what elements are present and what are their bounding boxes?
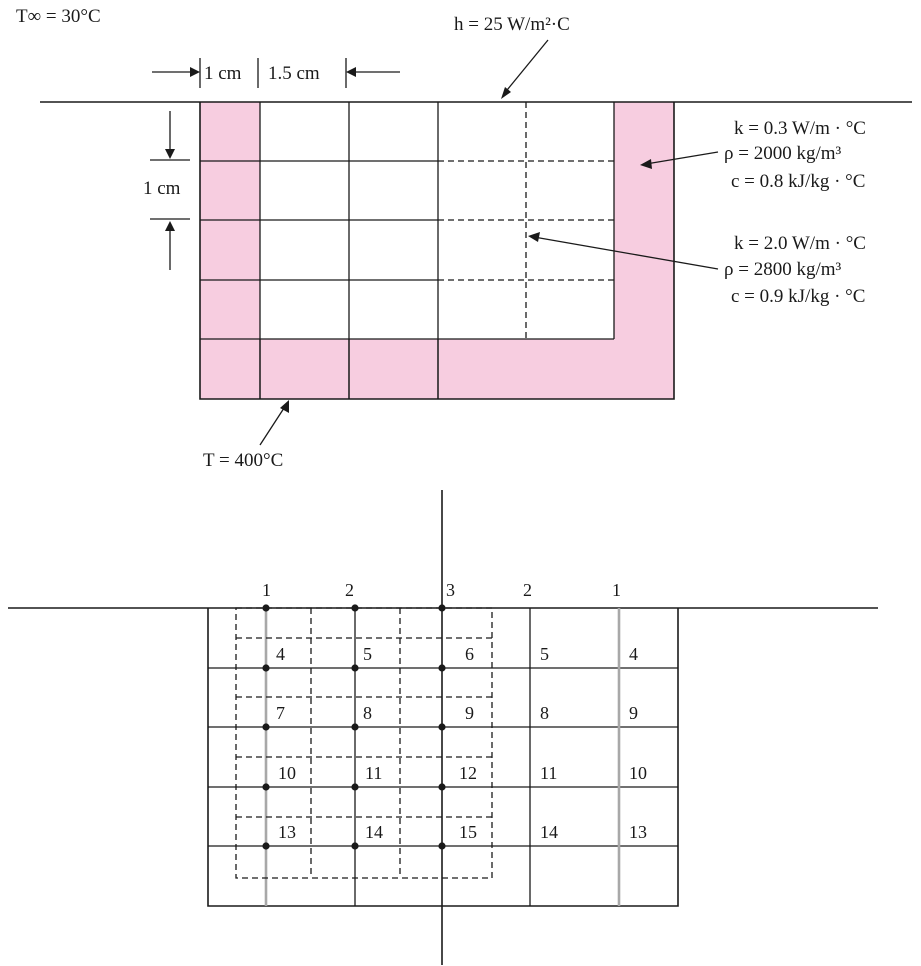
node-point (438, 783, 446, 791)
svg-text:9: 9 (465, 703, 474, 723)
block-outline (199, 102, 675, 400)
node-point (262, 604, 270, 612)
bottom-figure: 1 2 3 2 1 4 5 6 7 8 9 10 11 12 13 14 15 … (8, 490, 878, 965)
node-point (262, 664, 270, 672)
svg-text:2: 2 (523, 580, 532, 600)
svg-text:6: 6 (465, 644, 474, 664)
node-point (351, 783, 359, 791)
node-points (262, 604, 446, 850)
convection-coefficient-label: h = 25 W/m²·C (454, 14, 570, 35)
node-point (438, 842, 446, 850)
outer-material-region (200, 102, 674, 399)
outer-material-properties: k = 0.3 W/m · °C ρ = 2000 kg/m³ c = 0.8 … (640, 118, 866, 192)
vertical-dimension: 1 cm (143, 111, 190, 270)
inner-material-arrow (533, 236, 719, 270)
svg-text:7: 7 (276, 703, 285, 723)
inner-material-properties: k = 2.0 W/m · °C ρ = 2800 kg/m³ c = 0.9 … (528, 232, 866, 307)
svg-text:4: 4 (276, 644, 285, 664)
svg-text:11: 11 (365, 763, 382, 783)
svg-text:ρ = 2800 kg/m³: ρ = 2800 kg/m³ (724, 259, 842, 280)
node-point (351, 604, 359, 612)
svg-text:k = 0.3 W/m · °C: k = 0.3 W/m · °C (734, 118, 866, 139)
right-node-labels: 5 4 8 9 11 10 14 13 (540, 644, 647, 842)
convection-arrowhead (501, 87, 511, 99)
node-point (438, 664, 446, 672)
node-point (438, 604, 446, 612)
node-point (262, 783, 270, 791)
node-point (438, 723, 446, 731)
inner-grid (200, 102, 615, 399)
svg-text:13: 13 (629, 822, 647, 842)
dim-1cm-label: 1 cm (204, 63, 242, 84)
control-volumes (235, 607, 493, 879)
svg-text:10: 10 (629, 763, 647, 783)
node-point (262, 723, 270, 731)
dashed-grid (438, 102, 614, 339)
svg-text:4: 4 (629, 644, 638, 664)
node-point (262, 842, 270, 850)
convection-arrow (502, 39, 549, 96)
svg-text:10: 10 (278, 763, 296, 783)
outer-bottom-wall (200, 339, 674, 399)
svg-text:2: 2 (345, 580, 354, 600)
base-temp-label: T = 400°C (203, 450, 283, 471)
svg-text:1: 1 (612, 580, 621, 600)
svg-text:1: 1 (262, 580, 271, 600)
top-figure: T∞ = 30°C h = 25 W/m²·C 1 cm 1.5 cm 1 cm (16, 6, 912, 471)
base-temp-arrow (259, 404, 287, 446)
dim-1-5cm-label: 1.5 cm (268, 63, 320, 84)
svg-text:15: 15 (459, 822, 477, 842)
svg-text:5: 5 (540, 644, 549, 664)
node-point (351, 842, 359, 850)
svg-text:11: 11 (540, 763, 557, 783)
bottom-block-outline (207, 608, 679, 907)
left-node-labels: 4 5 6 7 8 9 10 11 12 13 14 15 (276, 644, 477, 842)
svg-text:ρ = 2000 kg/m³: ρ = 2000 kg/m³ (724, 143, 842, 164)
svg-text:14: 14 (540, 822, 558, 842)
svg-text:14: 14 (365, 822, 383, 842)
top-node-labels: 1 2 3 2 1 (262, 580, 621, 600)
svg-text:9: 9 (629, 703, 638, 723)
svg-text:8: 8 (363, 703, 372, 723)
svg-text:c = 0.8 kJ/kg · °C: c = 0.8 kJ/kg · °C (731, 171, 865, 192)
svg-text:12: 12 (459, 763, 477, 783)
svg-text:8: 8 (540, 703, 549, 723)
ambient-temp-label: T∞ = 30°C (16, 6, 101, 27)
svg-text:c = 0.9 kJ/kg · °C: c = 0.9 kJ/kg · °C (731, 286, 865, 307)
node-point (351, 664, 359, 672)
node-point (351, 723, 359, 731)
svg-text:5: 5 (363, 644, 372, 664)
dim-vertical-label: 1 cm (143, 178, 181, 199)
svg-text:k = 2.0 W/m · °C: k = 2.0 W/m · °C (734, 233, 866, 254)
outer-material-arrow (645, 151, 719, 165)
horizontal-dimension: 1 cm 1.5 cm (152, 58, 400, 88)
svg-text:13: 13 (278, 822, 296, 842)
svg-text:3: 3 (446, 580, 455, 600)
